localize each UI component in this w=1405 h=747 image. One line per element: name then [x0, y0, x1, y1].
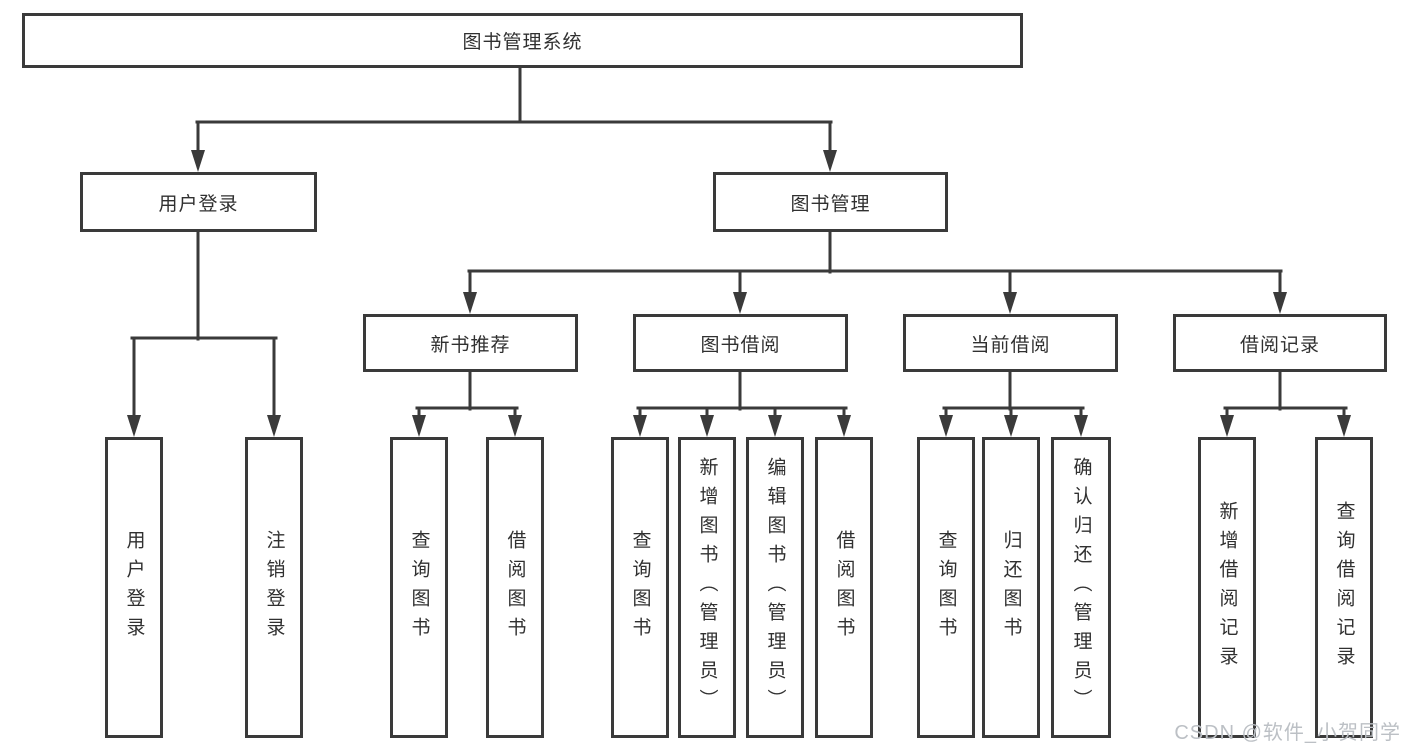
node-root: 图书管理系统	[22, 13, 1023, 68]
leaf-query-books-current: 查询图书	[917, 437, 975, 738]
node-book-management: 图书管理	[713, 172, 948, 232]
node-user-login: 用户登录	[80, 172, 317, 232]
leaf-query-books-borrow: 查询图书	[611, 437, 669, 738]
leaf-query-books-recommend: 查询图书	[390, 437, 448, 738]
leaf-add-borrow-record: 新增借阅记录	[1198, 437, 1256, 738]
leaf-query-borrow-record: 查询借阅记录	[1315, 437, 1373, 738]
watermark: CSDN @软件_小贺同学	[1174, 722, 1401, 744]
leaf-user-login: 用户登录	[105, 437, 163, 738]
leaf-logout: 注销登录	[245, 437, 303, 738]
leaf-add-book-admin: 新增图书（管理员）	[678, 437, 736, 738]
leaf-borrow-books: 借阅图书	[815, 437, 873, 738]
node-book-borrow: 图书借阅	[633, 314, 848, 372]
leaf-borrow-books-recommend: 借阅图书	[486, 437, 544, 738]
leaf-edit-book-admin: 编辑图书（管理员）	[746, 437, 804, 738]
node-current-borrow: 当前借阅	[903, 314, 1118, 372]
leaf-confirm-return-admin: 确认归还（管理员）	[1051, 437, 1111, 738]
leaf-return-books: 归还图书	[982, 437, 1040, 738]
node-new-book-recommend: 新书推荐	[363, 314, 578, 372]
node-borrow-records: 借阅记录	[1173, 314, 1387, 372]
